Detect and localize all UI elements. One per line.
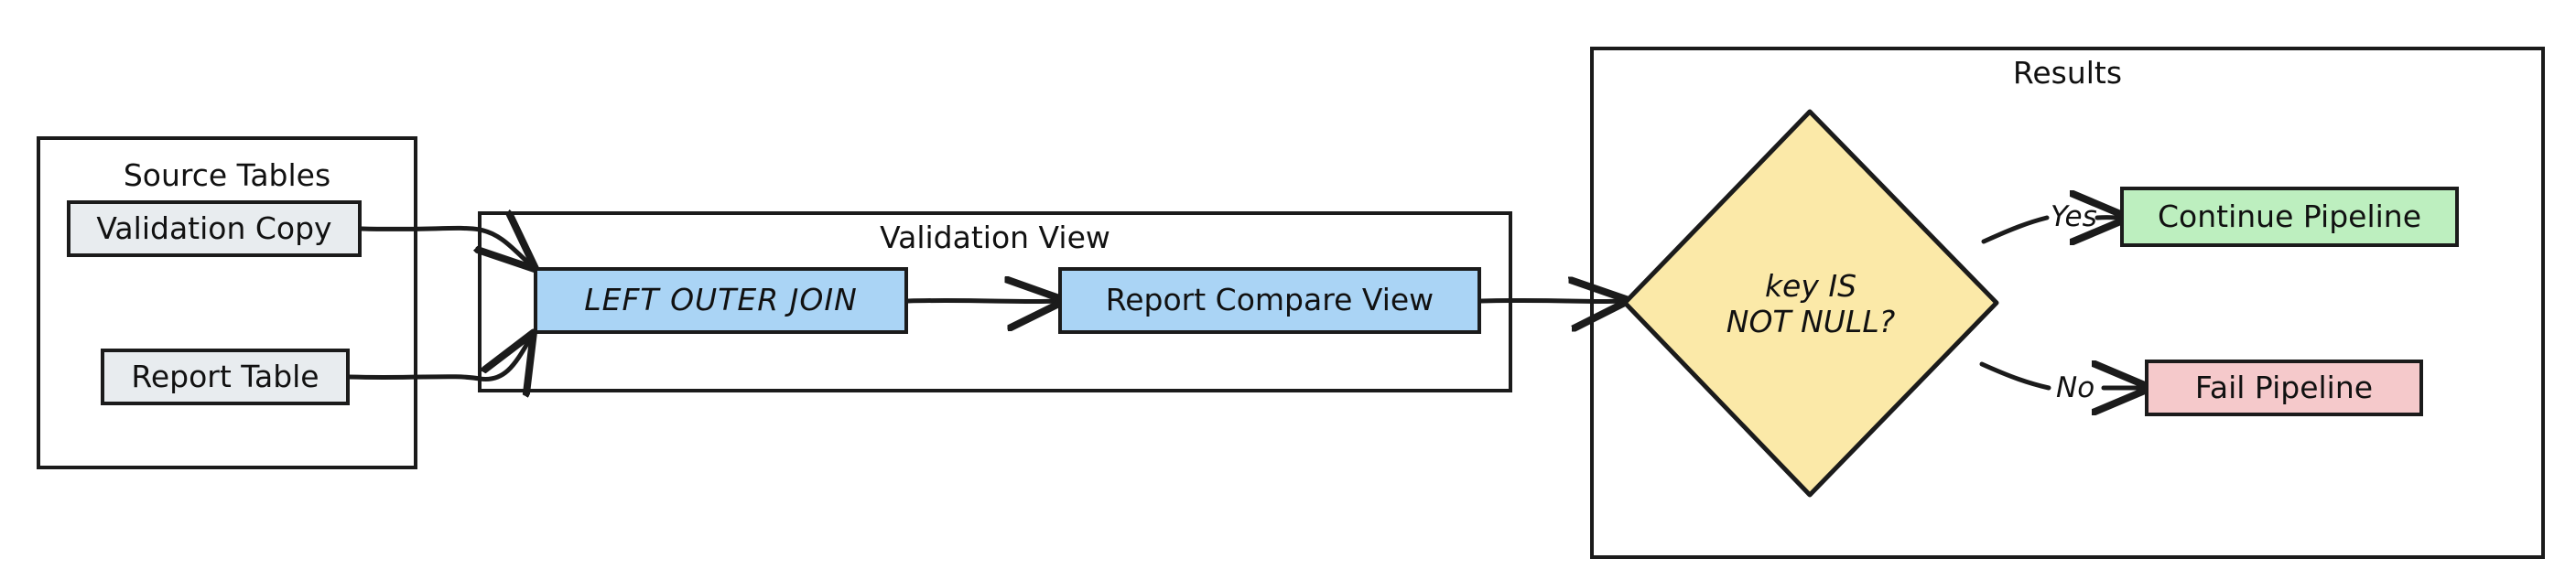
node-report-compare-view[interactable]: Report Compare View bbox=[1058, 267, 1481, 334]
node-fail-pipeline[interactable]: Fail Pipeline bbox=[2145, 360, 2423, 416]
group-source-tables-title: Source Tables bbox=[123, 157, 331, 193]
node-left-outer-join[interactable]: LEFT OUTER JOIN bbox=[534, 267, 908, 334]
node-decision[interactable]: key IS NOT NULL? bbox=[1625, 112, 1997, 495]
edge-label-no: No bbox=[2056, 371, 2095, 404]
node-continue-pipeline[interactable]: Continue Pipeline bbox=[2120, 187, 2459, 247]
node-decision-label: key IS NOT NULL? bbox=[1726, 267, 1896, 339]
node-report-table[interactable]: Report Table bbox=[101, 349, 350, 405]
node-validation-copy[interactable]: Validation Copy bbox=[67, 200, 362, 257]
group-validation-view-title: Validation View bbox=[880, 220, 1110, 255]
group-results-title: Results bbox=[2012, 55, 2123, 91]
edge-label-yes: Yes bbox=[2051, 200, 2097, 233]
group-source-tables bbox=[37, 136, 417, 469]
